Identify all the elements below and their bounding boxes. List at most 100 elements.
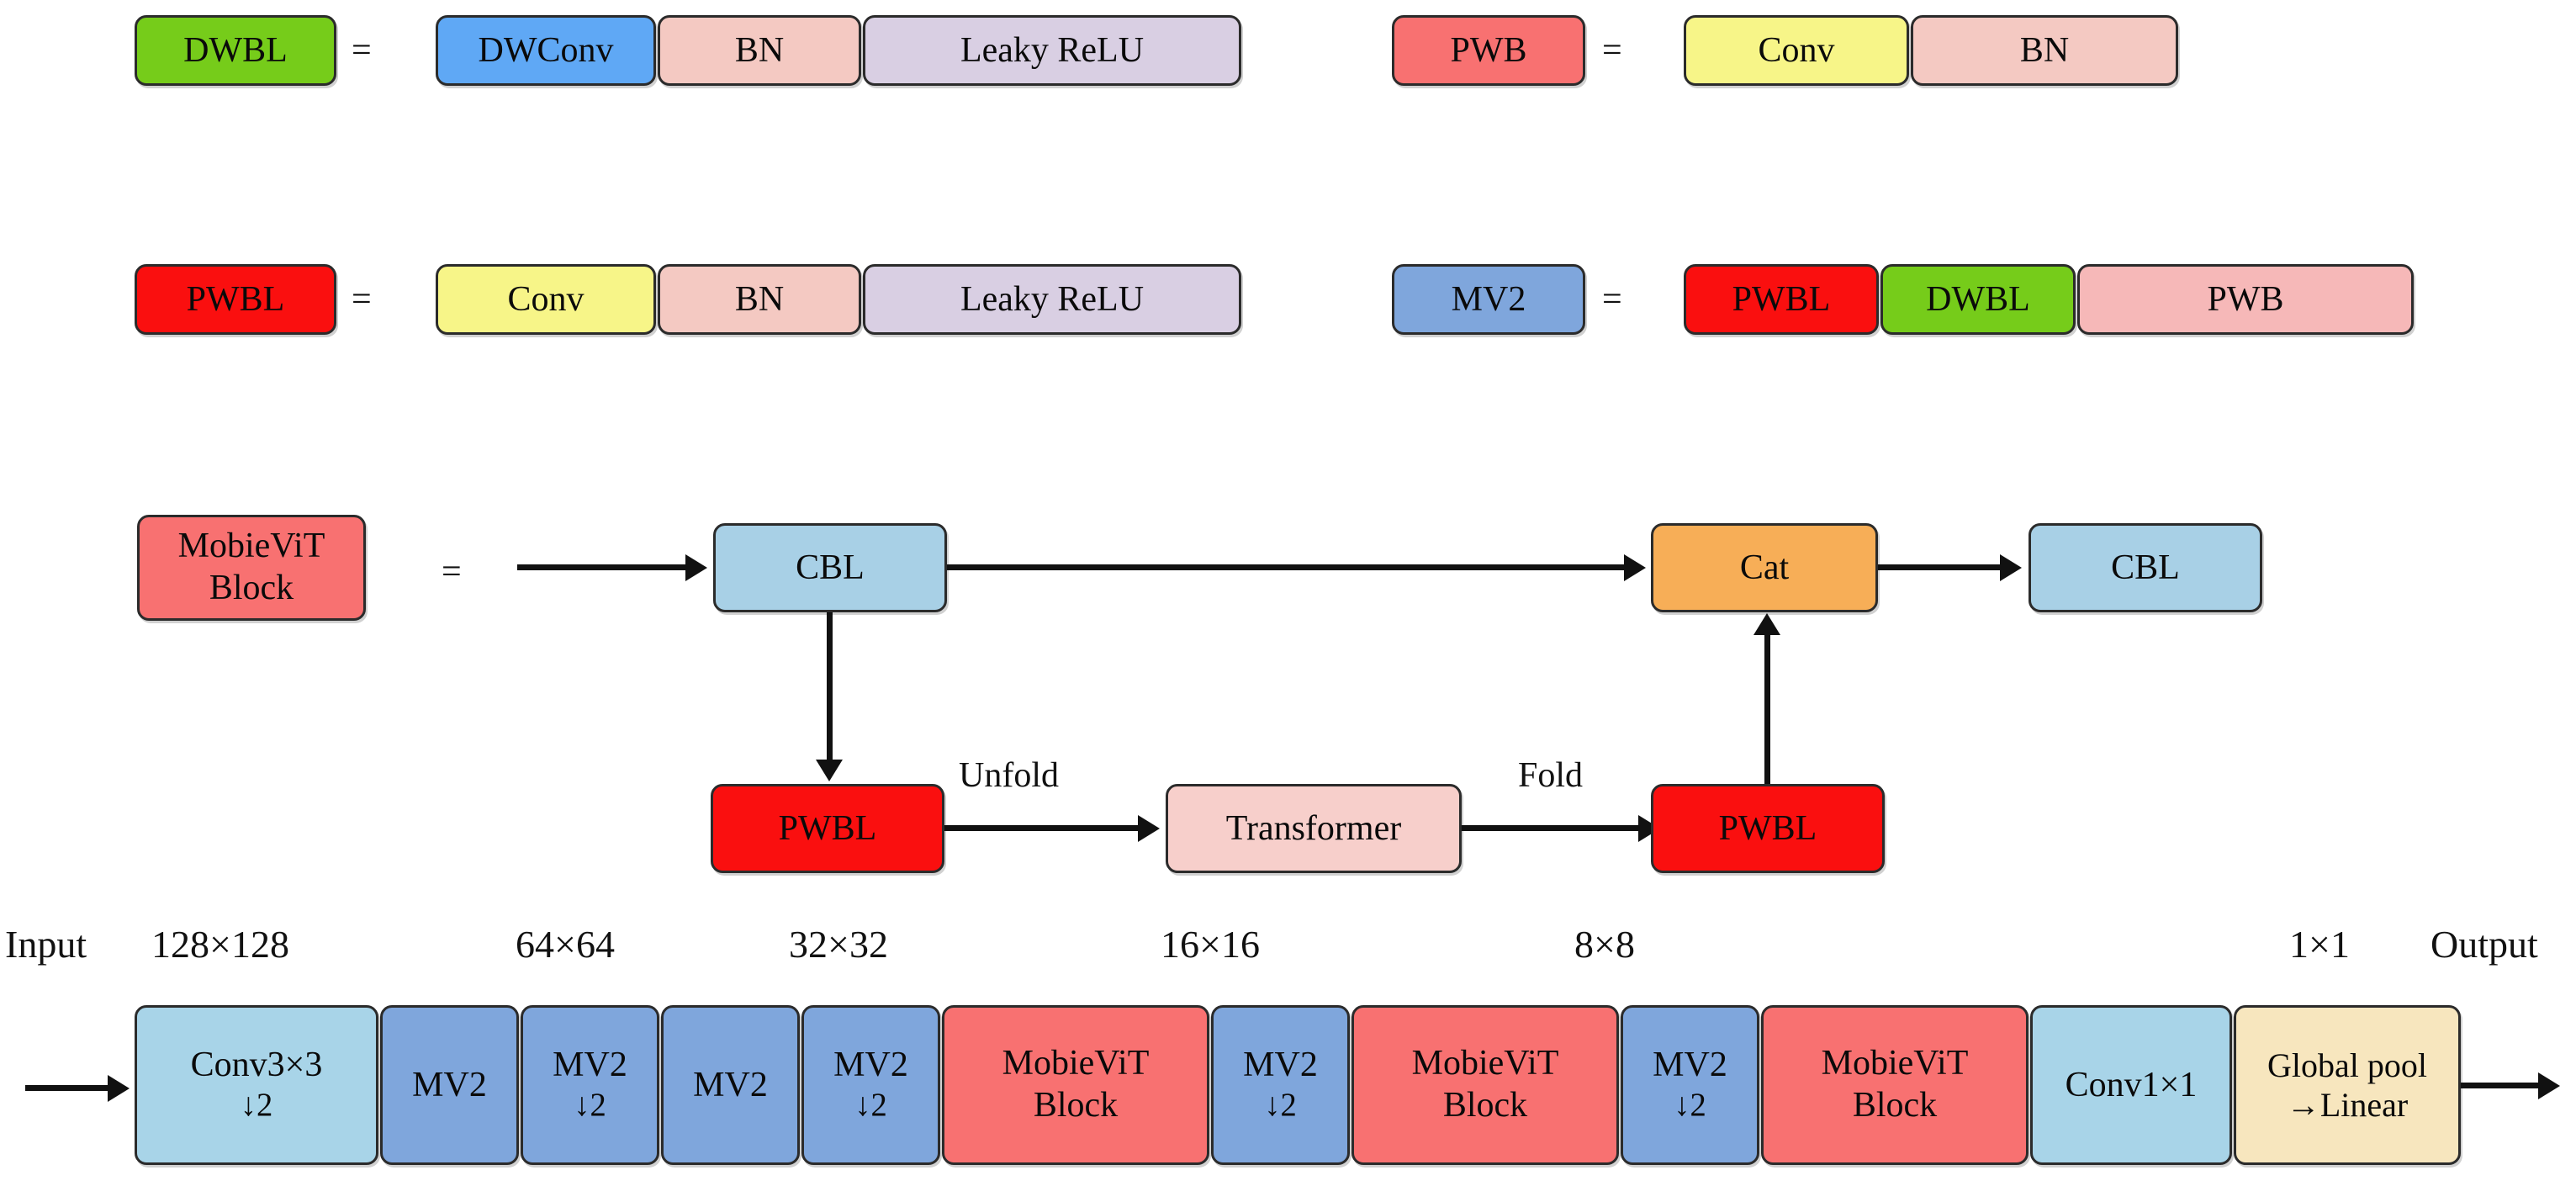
edge-label-fold: Fold — [1518, 756, 1584, 795]
legend-mv2-pwb: PWB — [2077, 264, 2414, 335]
node-pwbl-out-label: PWBL — [1718, 808, 1817, 848]
legend-mv2-pwbl-label: PWBL — [1732, 279, 1831, 319]
legend-dwbl-dwconv: DWConv — [436, 15, 656, 86]
node-transformer-label: Transformer — [1225, 808, 1402, 848]
pipeline-stage-conv3x3: Conv3×3 ↓2 — [135, 1005, 378, 1165]
pipeline-stage-mv2-4-line2: ↓2 — [854, 1087, 887, 1123]
node-cbl-out: CBL — [2029, 523, 2262, 612]
node-pwbl-out: PWBL — [1651, 784, 1885, 873]
legend-dwbl-leakyrelu: Leaky ReLU — [863, 15, 1241, 86]
edge-cat-to-cbl-out — [1878, 564, 2000, 570]
node-pwbl-in: PWBL — [711, 784, 944, 873]
pipeline-stage-mobievit-2-line2: Block — [1442, 1086, 1528, 1125]
pipeline-stage-mv2-6: MV2 ↓2 — [1621, 1005, 1759, 1165]
legend-pwb-bn: BN — [1911, 15, 2178, 86]
pipeline-stage-mobievit-3: MobieViT Block — [1761, 1005, 2029, 1165]
edge-pwbl-out-to-cat — [1764, 635, 1770, 784]
legend-mv2-pwbl: PWBL — [1684, 264, 1879, 335]
pipeline-stage-mv2-6-line2: ↓2 — [1674, 1087, 1706, 1123]
legend-mv2-pwb-label: PWB — [2207, 279, 2284, 319]
legend-pwbl-conv: Conv — [436, 264, 656, 335]
legend-mv2-dwbl: DWBL — [1880, 264, 2076, 335]
legend-pwbl-conv-label: Conv — [507, 279, 584, 319]
pipeline-stage-mv2-5-line1: MV2 — [1243, 1046, 1318, 1085]
legend-dwbl-lhs: DWBL — [135, 15, 336, 86]
pipeline-stage-mv2-2: MV2 ↓2 — [521, 1005, 659, 1165]
pipeline-stage-mobievit-1-line1: MobieViT — [1002, 1044, 1150, 1083]
legend-pwb-lhs-label: PWB — [1450, 30, 1527, 70]
legend-dwbl-lhs-label: DWBL — [183, 30, 288, 70]
pipeline-stage-mv2-5-line2: ↓2 — [1264, 1087, 1297, 1123]
pipeline-stage-mv2-6-line1: MV2 — [1653, 1046, 1727, 1085]
mobievit-block-lhs: MobieViT Block — [137, 515, 366, 621]
edge-pwbl-in-to-transformer — [944, 825, 1138, 831]
node-cat-label: Cat — [1739, 548, 1790, 587]
legend-mv2-lhs: MV2 — [1392, 264, 1585, 335]
pipeline-stage-conv1x1: Conv1×1 — [2030, 1005, 2232, 1165]
pipeline-stage-mobievit-1-line2: Block — [1033, 1086, 1119, 1125]
legend-pwbl-lhs: PWBL — [135, 264, 336, 335]
edge-cbl-in-to-pwbl-in-arrowhead — [816, 760, 843, 781]
pipeline-stage-mv2-3: MV2 — [661, 1005, 800, 1165]
pipeline-stage-conv1x1-line1: Conv1×1 — [2065, 1065, 2198, 1104]
pipeline-stage-mv2-4-line1: MV2 — [833, 1046, 908, 1085]
pipeline-stage-mobievit-2: MobieViT Block — [1351, 1005, 1619, 1165]
pipeline-resolution-5: 1×1 — [2289, 923, 2350, 966]
edge-transformer-to-pwbl-out — [1462, 825, 1638, 831]
edge-eq-to-cbl-in — [517, 564, 685, 570]
pipeline-resolution-3: 16×16 — [1161, 923, 1260, 966]
node-pwbl-in-label: PWBL — [778, 808, 877, 848]
legend-mv2-dwbl-label: DWBL — [1926, 279, 2030, 319]
edge-pwbl-in-to-transformer-arrowhead — [1138, 815, 1160, 842]
legend-pwbl-equals: = — [352, 280, 372, 319]
pipeline-stage-mv2-5: MV2 ↓2 — [1211, 1005, 1350, 1165]
pipeline-input-arrowhead — [108, 1075, 130, 1102]
pipeline-output-edge — [2461, 1083, 2538, 1088]
pipeline-stage-mobievit-3-line2: Block — [1852, 1086, 1938, 1125]
legend-dwbl-equals: = — [352, 31, 372, 70]
pipeline-resolution-1: 64×64 — [516, 923, 615, 966]
pipeline-stage-mv2-3-line1: MV2 — [693, 1065, 768, 1104]
pipeline-input-label: Input — [5, 923, 87, 966]
pipeline-stage-conv3x3-line1: Conv3×3 — [190, 1046, 323, 1085]
pipeline-stage-mobievit-2-line1: MobieViT — [1411, 1044, 1559, 1083]
pipeline-output-label: Output — [2431, 923, 2538, 966]
node-cbl-in: CBL — [713, 523, 947, 612]
pipeline-stage-mv2-1: MV2 — [380, 1005, 519, 1165]
pipeline-stage-global-pool-line1: Global pool — [2267, 1046, 2427, 1084]
mobievit-block-equals: = — [442, 553, 462, 591]
pipeline-resolution-2: 32×32 — [789, 923, 888, 966]
pipeline-stage-mv2-1-line1: MV2 — [412, 1065, 487, 1104]
pipeline-stage-mv2-4: MV2 ↓2 — [801, 1005, 940, 1165]
node-cat: Cat — [1651, 523, 1878, 612]
mobievit-block-lhs-line1: MobieViT — [177, 527, 325, 566]
node-cbl-out-label: CBL — [2111, 548, 2180, 587]
edge-cbl-in-to-cat-arrowhead — [1624, 554, 1646, 581]
pipeline-stage-mobievit-3-line1: MobieViT — [1821, 1044, 1969, 1083]
legend-pwb-bn-label: BN — [2019, 30, 2070, 70]
legend-mv2-lhs-label: MV2 — [1451, 279, 1526, 319]
pipeline-input-edge — [25, 1085, 108, 1091]
legend-dwbl-dwconv-label: DWConv — [478, 30, 614, 70]
legend-dwbl-leakyrelu-label: Leaky ReLU — [960, 30, 1145, 70]
edge-eq-to-cbl-in-arrowhead — [685, 554, 707, 581]
pipeline-stage-mv2-2-line2: ↓2 — [574, 1087, 606, 1123]
legend-pwb-lhs: PWB — [1392, 15, 1585, 86]
legend-pwbl-leakyrelu: Leaky ReLU — [863, 264, 1241, 335]
legend-mv2-equals: = — [1602, 280, 1622, 319]
legend-pwbl-leakyrelu-label: Leaky ReLU — [960, 279, 1145, 319]
edge-cbl-in-to-pwbl-in — [827, 612, 833, 760]
pipeline-stage-mobievit-1: MobieViT Block — [942, 1005, 1209, 1165]
pipeline-output-arrowhead — [2538, 1072, 2560, 1099]
legend-pwbl-bn-label: BN — [734, 279, 785, 319]
edge-cbl-in-to-cat — [947, 564, 1624, 570]
mobievit-block-lhs-line2: Block — [209, 569, 294, 607]
pipeline-stage-conv3x3-line2: ↓2 — [240, 1087, 273, 1123]
legend-pwb-equals: = — [1602, 31, 1622, 70]
node-transformer: Transformer — [1166, 784, 1462, 873]
pipeline-stage-global-pool: Global pool →Linear — [2234, 1005, 2461, 1165]
pipeline-stage-global-pool-line2: →Linear — [2286, 1086, 2409, 1124]
legend-pwbl-lhs-label: PWBL — [186, 279, 285, 319]
legend-dwbl-bn: BN — [658, 15, 861, 86]
